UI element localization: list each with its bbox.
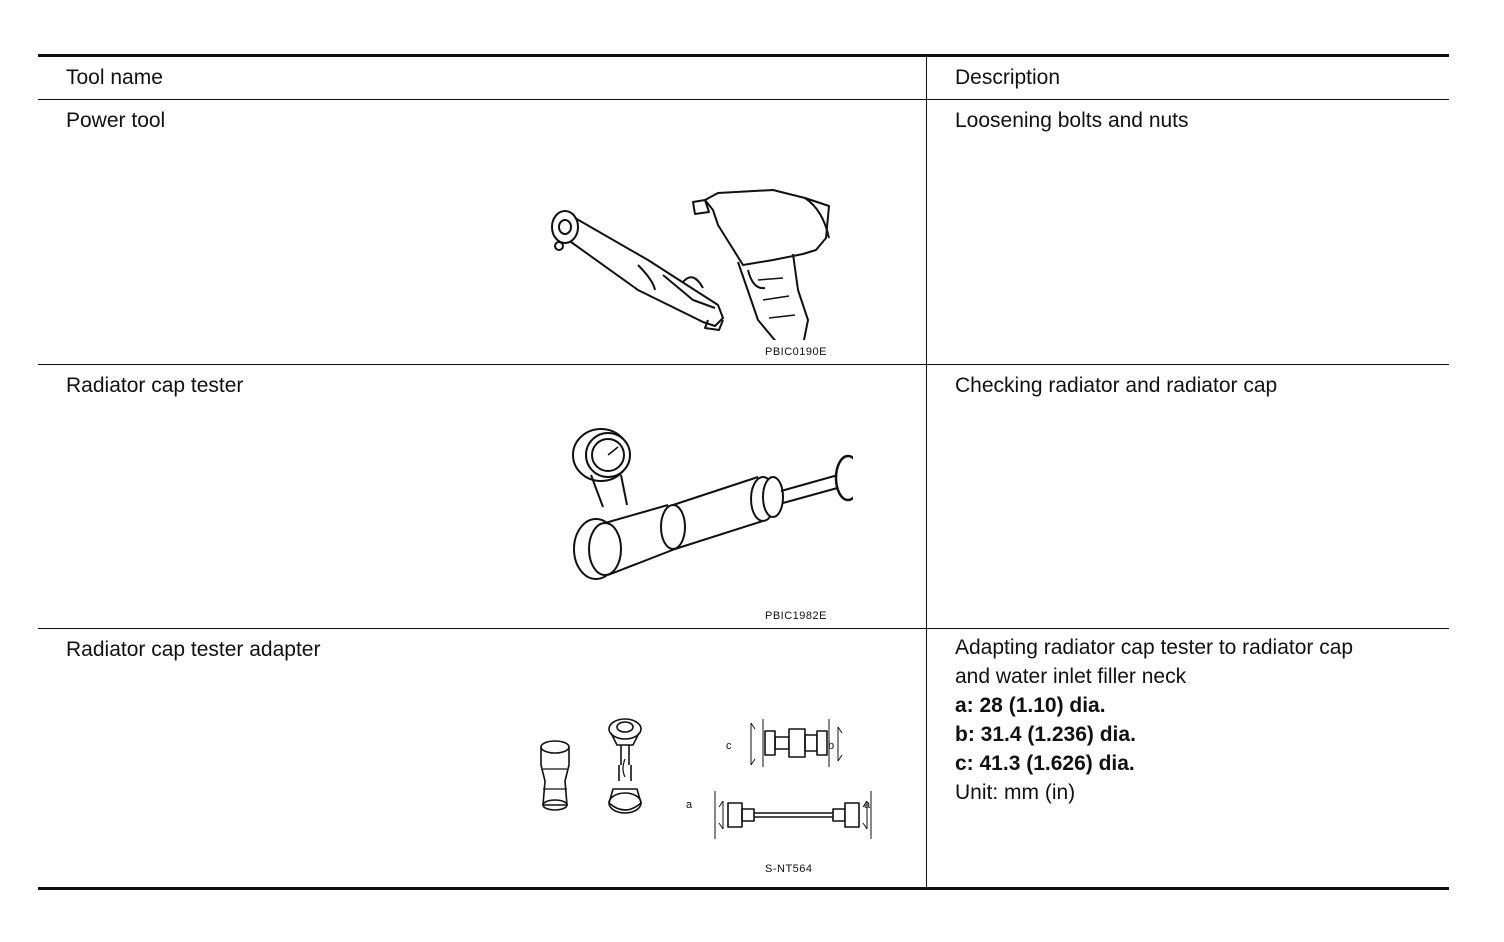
header-description: Description (955, 66, 1061, 89)
dimension-label-b: b (828, 740, 835, 752)
description-line: Adapting radiator cap tester to radiator… (955, 636, 1354, 659)
dimension-label-a: a (864, 799, 871, 811)
table-row: Radiator cap tester Checking radiator an… (38, 365, 1449, 629)
figure-code: PBIC1982E (765, 610, 827, 622)
description-cell: Loosening bolts and nuts (955, 109, 1189, 132)
description-cell: Checking radiator and radiator cap (955, 374, 1278, 397)
figure-code: PBIC0190E (765, 346, 827, 358)
description-line: and water inlet filler neck (955, 665, 1187, 688)
description-cell: Adapting radiator cap tester to radiator… (955, 633, 1353, 807)
table-header-row: Tool name Description (38, 57, 1449, 100)
dimension-label-c: c (726, 740, 732, 752)
unit-note: Unit: mm (in) (955, 781, 1076, 804)
table-row: Radiator cap tester adapter Adapting rad… (38, 629, 1449, 890)
cap-tester-adapter-illustration-icon (540, 718, 872, 839)
header-tool-name: Tool name (66, 66, 163, 89)
tool-name-cell: Radiator cap tester (66, 374, 244, 397)
tool-name-cell: Radiator cap tester adapter (66, 638, 321, 661)
spec-a: a: 28 (1.10) dia. (955, 694, 1106, 717)
spec-b: b: 31.4 (1.236) dia. (955, 723, 1136, 746)
spec-c: c: 41.3 (1.626) dia. (955, 752, 1135, 775)
dimension-label-a: a (686, 799, 693, 811)
tool-name-cell: Power tool (66, 109, 166, 132)
column-divider (926, 57, 927, 887)
special-tools-table: Tool name Description Power tool Looseni… (38, 54, 1449, 890)
figure-code: S-NT564 (765, 863, 813, 875)
power-tools-illustration-icon (551, 189, 830, 340)
table-row: Power tool Loosening bolts and nuts (38, 100, 1449, 365)
radiator-cap-tester-illustration-icon (572, 428, 853, 580)
